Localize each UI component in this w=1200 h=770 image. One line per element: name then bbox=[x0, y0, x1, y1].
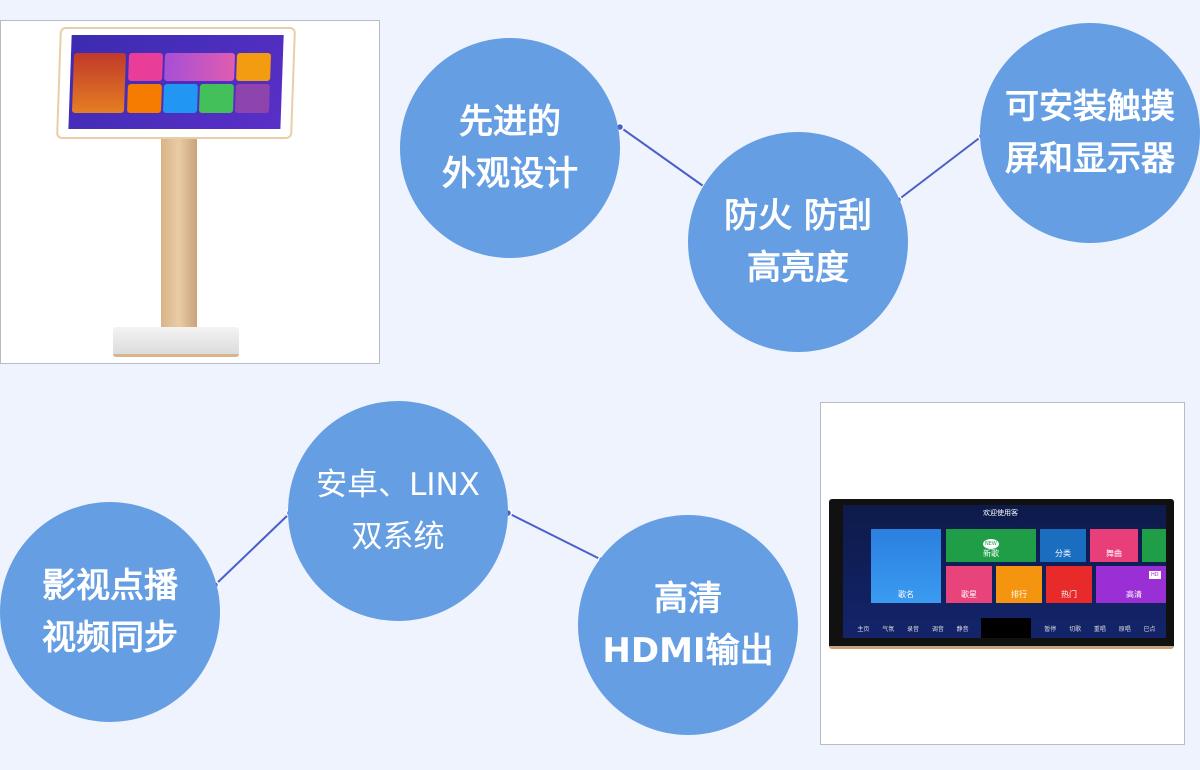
tile-ranking[interactable]: 排行 bbox=[996, 566, 1042, 603]
feature-fireproof: 防火 防刮高亮度 bbox=[688, 132, 908, 352]
new-badge: NEW bbox=[983, 539, 999, 549]
tile-singers[interactable]: 歌星 bbox=[946, 566, 992, 603]
toolbar-atmosphere[interactable]: 气氛 bbox=[882, 625, 895, 633]
toolbar-tune[interactable]: 调音 bbox=[931, 625, 944, 633]
toolbar-pause[interactable]: 暂停 bbox=[1044, 625, 1057, 633]
toolbar-record[interactable]: 录音 bbox=[907, 625, 920, 633]
toolbar-original[interactable]: 原唱 bbox=[1118, 625, 1131, 633]
toolbar-skip[interactable]: 切歌 bbox=[1069, 625, 1082, 633]
connector-4-6 bbox=[507, 512, 603, 561]
product-photo-tablet: 欢迎使用客 歌名 新歌 分类 舞曲 歌星 排行 热门 高清 NEW HD 主页 … bbox=[820, 402, 1185, 745]
kiosk-base bbox=[113, 327, 239, 357]
feature-design: 先进的外观设计 bbox=[400, 38, 620, 258]
volume-display bbox=[981, 618, 1032, 638]
connector-2-3 bbox=[897, 135, 983, 201]
toolbar: 主页 气氛 录音 调音 静音 暂停 切歌 重唱 原唱 已点 bbox=[851, 617, 1162, 638]
tile-dance[interactable]: 舞曲 bbox=[1090, 529, 1138, 562]
feature-touchscreen: 可安装触摸屏和显示器 bbox=[980, 23, 1200, 243]
toolbar-home[interactable]: 主页 bbox=[857, 625, 870, 633]
toolbar-replay[interactable]: 重唱 bbox=[1093, 625, 1106, 633]
welcome-text: 欢迎使用客 bbox=[983, 509, 1018, 517]
tile-hot[interactable]: 热门 bbox=[1046, 566, 1092, 603]
tile-category[interactable]: 分类 bbox=[1040, 529, 1086, 562]
kiosk-stand bbox=[161, 139, 197, 327]
kiosk-screen bbox=[68, 35, 284, 129]
tablet-screen: 欢迎使用客 歌名 新歌 分类 舞曲 歌星 排行 热门 高清 NEW HD 主页 … bbox=[843, 505, 1166, 638]
tile-singer-name[interactable]: 歌名 bbox=[871, 529, 941, 603]
hd-badge: HD bbox=[1149, 571, 1161, 579]
feature-video: 影视点播视频同步 bbox=[0, 502, 220, 722]
product-photo-kiosk bbox=[0, 20, 380, 364]
connector-1-2 bbox=[619, 126, 707, 189]
toolbar-mute[interactable]: 静音 bbox=[956, 625, 969, 633]
toolbar-queued[interactable]: 已点 bbox=[1143, 625, 1156, 633]
kiosk-screen-frame bbox=[56, 27, 296, 139]
connector-4-5 bbox=[214, 512, 291, 586]
tablet-frame: 欢迎使用客 歌名 新歌 分类 舞曲 歌星 排行 热门 高清 NEW HD 主页 … bbox=[829, 499, 1174, 649]
